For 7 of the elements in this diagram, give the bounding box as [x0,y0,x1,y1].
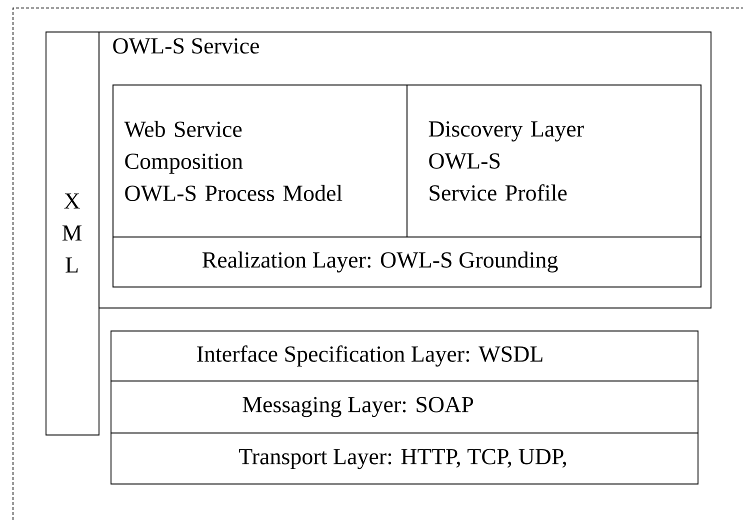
layer-cell: Web Service Composition OWL-S Process Model [112,84,408,238]
layer-box: Interface Specification Layer: WSDL [110,330,698,382]
layer-cell: Discovery Layer OWL-S Service Profile [406,84,702,238]
xml-bar: X M L [46,32,100,436]
layer-box: Transport Layer: HTTP, TCP, UDP, [110,432,698,484]
layer-box: Messaging Layer: SOAP [110,380,698,434]
layer-box: Realization Layer: OWL-S Grounding [112,236,702,288]
